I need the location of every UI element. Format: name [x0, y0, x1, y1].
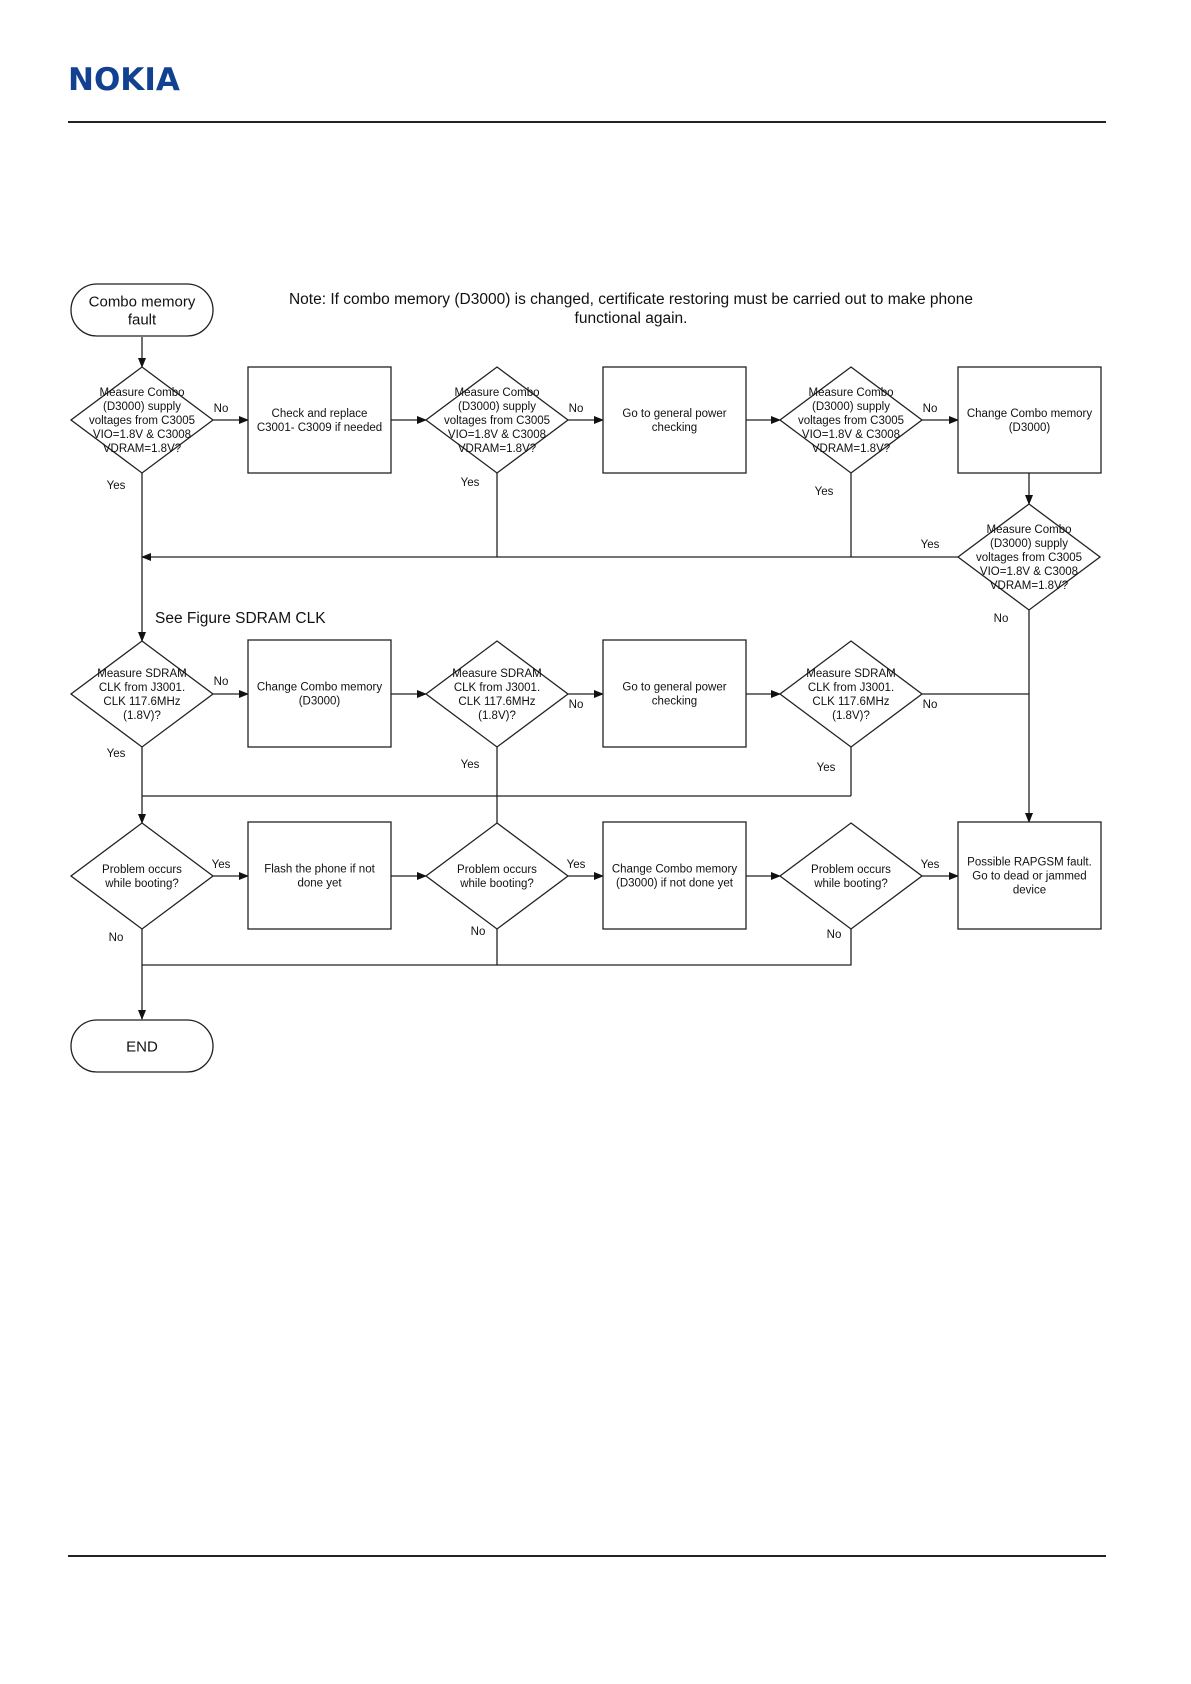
process-change-combo-if-text: Change Combo memory(D3000) if not done y…: [612, 864, 738, 890]
decision-boot-1: [69, 822, 215, 930]
label-no-boot-3: No: [827, 929, 842, 941]
process-general-power-2: [602, 639, 747, 748]
label-yes-supply-3: Yes: [815, 486, 834, 498]
note-text: Note: If combo memory (D3000) is changed…: [289, 291, 973, 327]
process-change-combo-1-text: Change Combo memory(D3000): [967, 408, 1093, 434]
label-no-supply-2: No: [569, 403, 584, 415]
end-terminal-text: END: [126, 1038, 158, 1055]
line-boot-3-no: [142, 929, 852, 966]
decision-clk-3: [778, 640, 924, 748]
start-terminal: [70, 283, 214, 337]
decision-boot-2: [424, 822, 570, 930]
decision-supply-2: [424, 366, 570, 474]
process-flash: [247, 821, 392, 930]
process-change-combo-if: [602, 821, 747, 930]
process-rapgsm-fault: [957, 821, 1102, 930]
header-rule: [68, 121, 1106, 123]
label-no-supply-1: No: [214, 403, 229, 415]
decision-supply-3: [778, 366, 924, 474]
decision-supply-1: [69, 366, 215, 474]
label-yes-boot-1: Yes: [212, 859, 231, 871]
label-yes-supply-4: Yes: [921, 539, 940, 551]
label-yes-clk-1: Yes: [107, 748, 126, 760]
label-yes-boot-3: Yes: [921, 859, 940, 871]
decision-clk-2: [424, 640, 570, 748]
footer-rule: [68, 1555, 1106, 1557]
label-no-supply-4: No: [994, 613, 1009, 625]
decision-clk-1: [69, 640, 215, 748]
nokia-logo: NOKIA: [68, 62, 180, 98]
label-yes-supply-1: Yes: [107, 480, 126, 492]
label-no-supply-3: No: [923, 403, 938, 415]
label-no-boot-1: No: [109, 932, 124, 944]
decision-supply-4: [956, 503, 1102, 611]
end-terminal: [70, 1019, 214, 1073]
label-yes-boot-2: Yes: [567, 859, 586, 871]
process-general-power-1: [602, 366, 747, 474]
label-no-clk-3: No: [923, 699, 938, 711]
label-no-boot-2: No: [471, 926, 486, 938]
label-no-clk-1: No: [214, 676, 229, 688]
process-change-combo-1: [957, 366, 1102, 474]
label-yes-supply-2: Yes: [461, 477, 480, 489]
see-figure-label: See Figure SDRAM CLK: [155, 610, 326, 627]
process-rapgsm-fault-text: Possible RAPGSM fault.Go to dead or jamm…: [967, 857, 1092, 897]
process-change-combo-2-text: Change Combo memory(D3000): [257, 682, 383, 708]
label-yes-clk-3: Yes: [817, 762, 836, 774]
label-no-clk-2: No: [569, 699, 584, 711]
label-yes-clk-2: Yes: [461, 759, 480, 771]
decision-boot-3: [778, 822, 924, 930]
process-check-replace: [247, 366, 392, 474]
process-change-combo-2: [247, 639, 392, 748]
